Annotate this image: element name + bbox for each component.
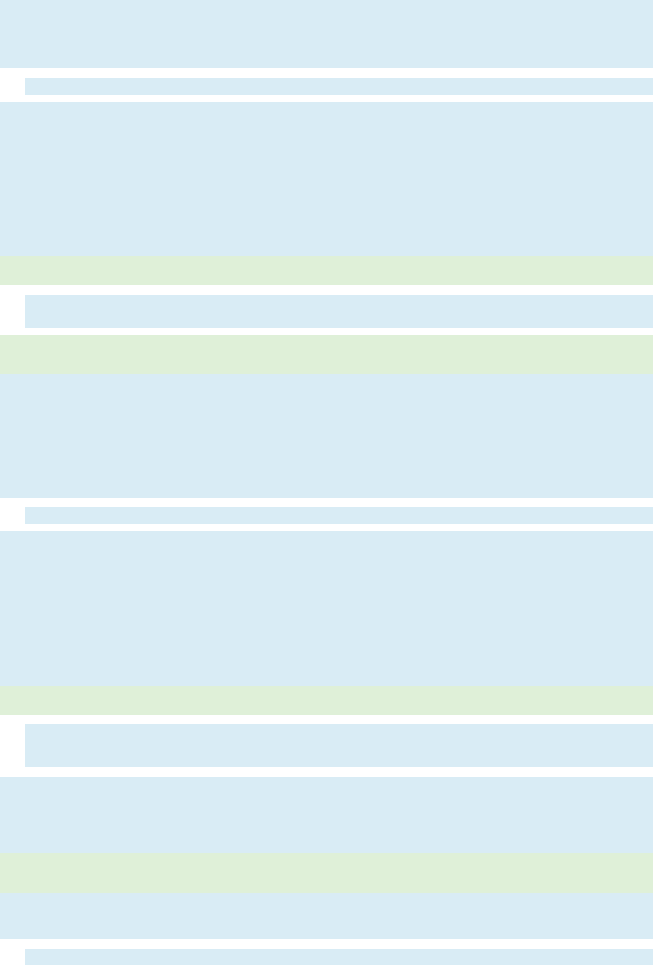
indented-block-3 [25, 507, 653, 524]
content-block-3 [0, 374, 653, 498]
content-block-4 [0, 531, 653, 686]
content-block-5 [0, 777, 653, 853]
content-block-1 [0, 0, 653, 68]
indented-block-2 [25, 295, 653, 328]
highlight-block-4 [0, 853, 653, 893]
indented-block-1 [25, 78, 653, 95]
highlight-block-2 [0, 335, 653, 374]
indented-block-4 [25, 724, 653, 767]
indented-block-5 [25, 949, 653, 965]
highlight-block-1 [0, 256, 653, 285]
content-block-2 [0, 102, 653, 256]
highlight-block-3 [0, 686, 653, 715]
content-block-6 [0, 893, 653, 939]
